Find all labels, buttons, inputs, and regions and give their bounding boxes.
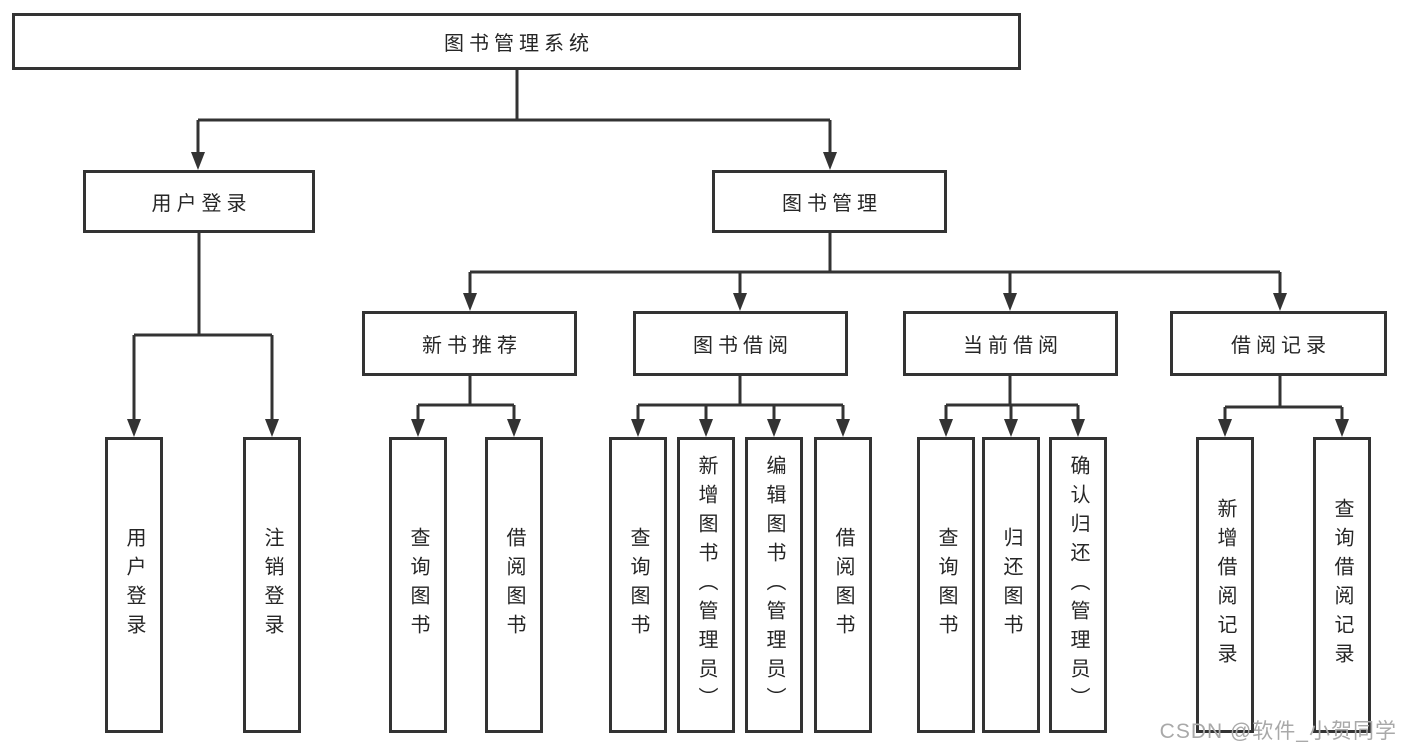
leaf-newbooks-borrow-books: 借阅图书 xyxy=(485,437,543,733)
leaf-newbooks-query-books: 查询图书 xyxy=(389,437,447,733)
leaf-borrow-edit-books-admin: 编辑图书（管理员） xyxy=(745,437,803,733)
node-new-book-recommend: 新书推荐 xyxy=(362,311,577,376)
csdn-watermark: CSDN @软件_小贺同学 xyxy=(1159,720,1397,743)
connector-newbooks-to-leaves xyxy=(416,376,516,424)
connector-bookmgmt-to-level3 xyxy=(468,233,1282,298)
connector-userlogin-to-leaves xyxy=(132,233,274,424)
node-current-borrowing: 当前借阅 xyxy=(903,311,1118,376)
connector-root-to-level2 xyxy=(196,70,832,158)
leaf-logout: 注销登录 xyxy=(243,437,301,733)
connector-currentborrow-to-leaves xyxy=(944,376,1080,424)
leaf-records-add-record: 新增借阅记录 xyxy=(1196,437,1254,733)
leaf-borrow-borrow-books: 借阅图书 xyxy=(814,437,872,733)
leaf-current-query-books: 查询图书 xyxy=(917,437,975,733)
node-book-management: 图书管理 xyxy=(712,170,947,233)
node-borrowing-records: 借阅记录 xyxy=(1170,311,1387,376)
connector-records-to-leaves xyxy=(1223,376,1344,424)
node-book-borrowing: 图书借阅 xyxy=(633,311,848,376)
node-root: 图书管理系统 xyxy=(12,13,1021,70)
leaf-borrow-add-books-admin: 新增图书（管理员） xyxy=(677,437,735,733)
node-user-login: 用户登录 xyxy=(83,170,315,233)
leaf-records-query-record: 查询借阅记录 xyxy=(1313,437,1371,733)
leaf-current-confirm-return-admin: 确认归还（管理员） xyxy=(1049,437,1107,733)
leaf-current-return-books: 归还图书 xyxy=(982,437,1040,733)
leaf-borrow-query-books: 查询图书 xyxy=(609,437,667,733)
connector-bookborrow-to-leaves xyxy=(636,376,845,424)
leaf-user-login: 用户登录 xyxy=(105,437,163,733)
